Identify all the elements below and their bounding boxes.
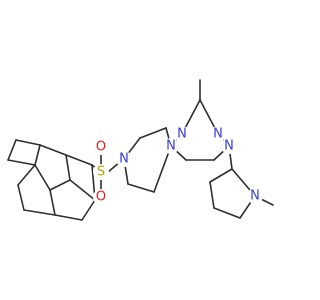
- bond: [69, 179, 96, 201]
- bond: [7, 139, 17, 161]
- atom-o-sulfonyl-bottom: O: [93, 189, 109, 205]
- bond: [213, 207, 241, 219]
- atom-label-o-sulfonyl-bottom: O: [96, 190, 106, 205]
- bond: [15, 139, 41, 146]
- bond: [17, 164, 36, 186]
- atom-background: [116, 151, 132, 167]
- atom-n-pyr3: N: [210, 126, 226, 142]
- bond-layer: [7, 79, 274, 221]
- atom-label-n-pip1-a: N: [119, 152, 129, 167]
- molecule-structure-diagram: N N N N N N S O: [7, 79, 274, 221]
- atom-background: [174, 126, 190, 142]
- bond: [34, 144, 41, 166]
- bond: [65, 154, 71, 181]
- atom-background: [247, 188, 263, 204]
- atom-s-sulfonyl: S: [93, 164, 109, 180]
- atom-background: [93, 189, 109, 205]
- atom-n-pip1-a: N: [116, 151, 132, 167]
- atom-label-n-pip1-b: N: [166, 139, 176, 154]
- bond: [81, 199, 96, 221]
- atom-n-pip2-a: N: [221, 138, 237, 154]
- bond: [209, 168, 233, 183]
- atom-n-pyr1: N: [174, 126, 190, 142]
- bond: [39, 144, 67, 156]
- atom-label-n-pip2-a: N: [224, 139, 234, 154]
- bond: [34, 164, 51, 191]
- bond: [139, 127, 167, 139]
- bond: [7, 159, 36, 166]
- atom-n-pip2-b: N: [247, 188, 263, 204]
- bond: [49, 179, 71, 191]
- atom-background: [93, 139, 109, 155]
- bond: [54, 214, 83, 221]
- atom-label-n-pip2-b: N: [250, 189, 260, 204]
- bond: [65, 154, 93, 166]
- bond: [209, 181, 215, 209]
- atom-label-n-pyr3: N: [213, 127, 223, 142]
- atom-background: [93, 164, 109, 180]
- bond: [127, 183, 155, 193]
- atom-o-sulfonyl-top: O: [93, 139, 109, 155]
- atom-background: [163, 138, 179, 154]
- bond: [49, 189, 56, 216]
- atom-label-s-sulfonyl: S: [97, 165, 105, 180]
- atom-label-n-pyr1: N: [177, 127, 187, 142]
- bond: [17, 184, 25, 211]
- bond: [153, 145, 172, 193]
- atom-background: [210, 126, 226, 142]
- atom-label-o-sulfonyl-top: O: [96, 140, 106, 155]
- atom-background: [221, 138, 237, 154]
- bond: [23, 209, 56, 216]
- atom-n-pip1-b: N: [163, 138, 179, 154]
- atom-label-layer: N N N N N N S O: [93, 126, 263, 205]
